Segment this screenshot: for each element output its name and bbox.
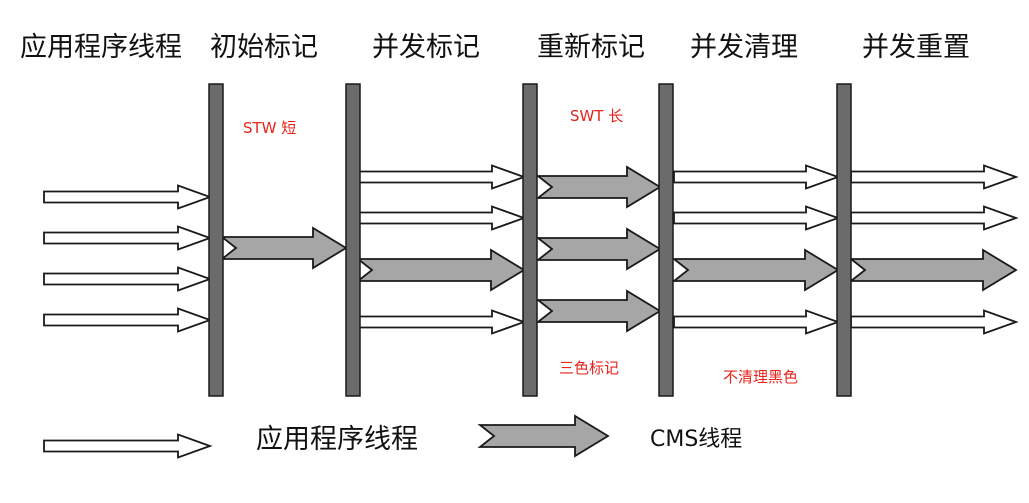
phase-bars [208,83,852,397]
app-thread-arrow [673,309,841,335]
legend-app-thread-label: 应用程序线程 [256,424,418,455]
app-thread-arrow [43,225,213,251]
app-thread-arrow [43,266,213,292]
app-thread-arrow [357,309,527,335]
app-thread-arrow [673,205,841,231]
legend: 应用程序线程 CMS线程 [43,414,742,459]
app-thread-arrow [850,205,1019,231]
phase-label-remark: 重新标记 [537,32,645,63]
legend-app-arrow-shape [43,433,213,459]
note-stw-short: STW 短 [243,119,296,137]
phase-label-concurrent-mark: 并发标记 [372,32,480,63]
app-thread-arrow [357,205,527,231]
app-thread-arrow [43,184,213,210]
note-swt-long: SWT 长 [570,107,623,125]
legend-app-thread-arrow [43,433,213,459]
phase-bar [345,83,361,397]
thread-arrows [43,164,1019,335]
cms-thread-arrow [535,165,662,209]
phase-bar [836,83,852,397]
cms-thread-arrow [219,226,348,270]
legend-cms-thread-label: CMS线程 [650,427,742,452]
legend-cms-arrow-shape [477,414,610,458]
cms-thread-arrow [671,248,840,292]
cms-thread-arrow [848,248,1018,292]
note-no-clean-black: 不清理黑色 [723,368,798,386]
app-thread-arrow [43,307,213,333]
phase-bar [208,83,224,397]
annotations: STW 短 SWT 长 三色标记 不清理黑色 [243,107,798,386]
cms-thread-arrow [535,289,662,333]
app-thread-arrow [850,309,1019,335]
phase-bar [658,83,674,397]
app-thread-arrow [673,164,841,190]
phase-label-app-thread: 应用程序线程 [20,32,182,63]
cms-thread-arrow [355,248,526,292]
phase-bar [522,83,538,397]
phase-labels: 应用程序线程 初始标记 并发标记 重新标记 并发清理 并发重置 [20,32,970,63]
cms-thread-arrow [535,227,662,271]
phase-label-concurrent-sweep: 并发清理 [690,32,798,63]
phase-label-concurrent-reset: 并发重置 [862,32,970,63]
legend-cms-thread-arrow [477,414,610,458]
note-tricolor-marking: 三色标记 [559,359,619,377]
phase-label-initial-mark: 初始标记 [210,32,318,63]
app-thread-arrow [357,164,527,190]
app-thread-arrow [850,164,1019,190]
